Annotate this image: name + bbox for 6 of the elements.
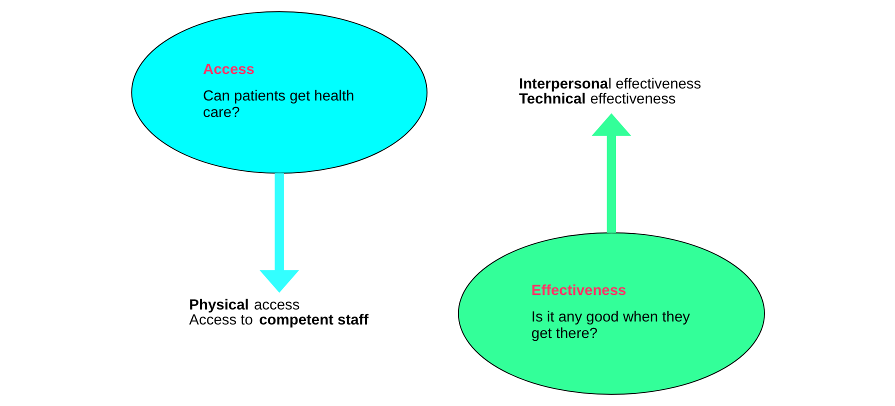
node-ellipse: Access Can patients get health care?: [130, 11, 427, 174]
node-ellipse: Effectiveness Is it any good when they get there?: [457, 232, 764, 395]
node-text: Interpersonal effectiveness Technical effectiveness: [518, 76, 701, 108]
arrow: [591, 113, 631, 233]
node-text: Physical access Access to competent staff: [188, 298, 368, 328]
arrow: [259, 173, 299, 293]
